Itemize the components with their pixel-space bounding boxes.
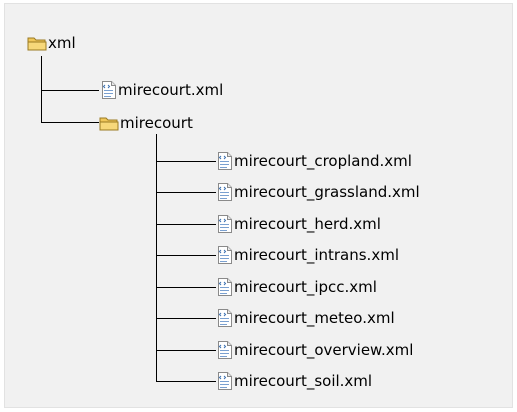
file-tree-panel: xml mirecourt.xml mirecourt mirecourt_cr… <box>4 3 513 408</box>
tree-node-label: mirecourt_cropland.xml <box>234 152 412 170</box>
tree-node-label: mirecourt.xml <box>118 81 224 99</box>
tree-node-root-folder[interactable]: xml <box>27 32 76 54</box>
tree-node-file[interactable]: mirecourt_meteo.xml <box>217 307 395 329</box>
tree-connector-sub-6 <box>156 318 216 319</box>
tree-node-label: mirecourt <box>120 114 193 132</box>
tree-connector-sub-7 <box>156 350 216 351</box>
xml-file-icon <box>217 340 233 360</box>
xml-file-icon <box>217 182 233 202</box>
tree-node-file[interactable]: mirecourt_soil.xml <box>217 370 372 392</box>
tree-connector-sub-4 <box>156 255 216 256</box>
tree-node-file[interactable]: mirecourt_herd.xml <box>217 213 381 235</box>
tree-connector-to-mirecourt-xml <box>41 90 99 91</box>
tree-node-file[interactable]: mirecourt.xml <box>101 79 223 101</box>
tree-node-subfolder[interactable]: mirecourt <box>99 112 193 134</box>
tree-connector-sub-3 <box>156 224 216 225</box>
tree-node-file[interactable]: mirecourt_grassland.xml <box>217 181 420 203</box>
folder-icon <box>27 35 47 51</box>
tree-node-label: mirecourt_soil.xml <box>234 372 373 390</box>
tree-node-label: mirecourt_ipcc.xml <box>234 278 377 296</box>
tree-node-label: mirecourt_meteo.xml <box>234 309 395 327</box>
xml-file-icon <box>217 245 233 265</box>
tree-connector-to-mirecourt-folder <box>41 122 99 123</box>
tree-node-file[interactable]: mirecourt_ipcc.xml <box>217 276 377 298</box>
xml-file-icon <box>217 308 233 328</box>
tree-connector-sub-5 <box>156 287 216 288</box>
xml-file-icon <box>101 80 117 100</box>
tree-connector-root-vertical <box>41 56 42 122</box>
tree-node-file[interactable]: mirecourt_cropland.xml <box>217 150 412 172</box>
folder-icon <box>99 115 119 131</box>
tree-node-label: mirecourt_herd.xml <box>234 215 381 233</box>
tree-node-label: mirecourt_intrans.xml <box>234 246 399 264</box>
tree-connector-sub-8 <box>156 381 216 382</box>
tree-connector-sub-vertical <box>156 134 157 382</box>
tree-node-file[interactable]: mirecourt_intrans.xml <box>217 244 399 266</box>
tree-connector-sub-1 <box>156 161 216 162</box>
tree-node-label: mirecourt_overview.xml <box>234 341 414 359</box>
tree-node-file[interactable]: mirecourt_overview.xml <box>217 339 413 361</box>
tree-connector-sub-2 <box>156 192 216 193</box>
tree-node-label: xml <box>48 34 76 52</box>
xml-file-icon <box>217 151 233 171</box>
xml-file-icon <box>217 277 233 297</box>
tree-node-label: mirecourt_grassland.xml <box>234 183 420 201</box>
xml-file-icon <box>217 371 233 391</box>
xml-file-icon <box>217 214 233 234</box>
